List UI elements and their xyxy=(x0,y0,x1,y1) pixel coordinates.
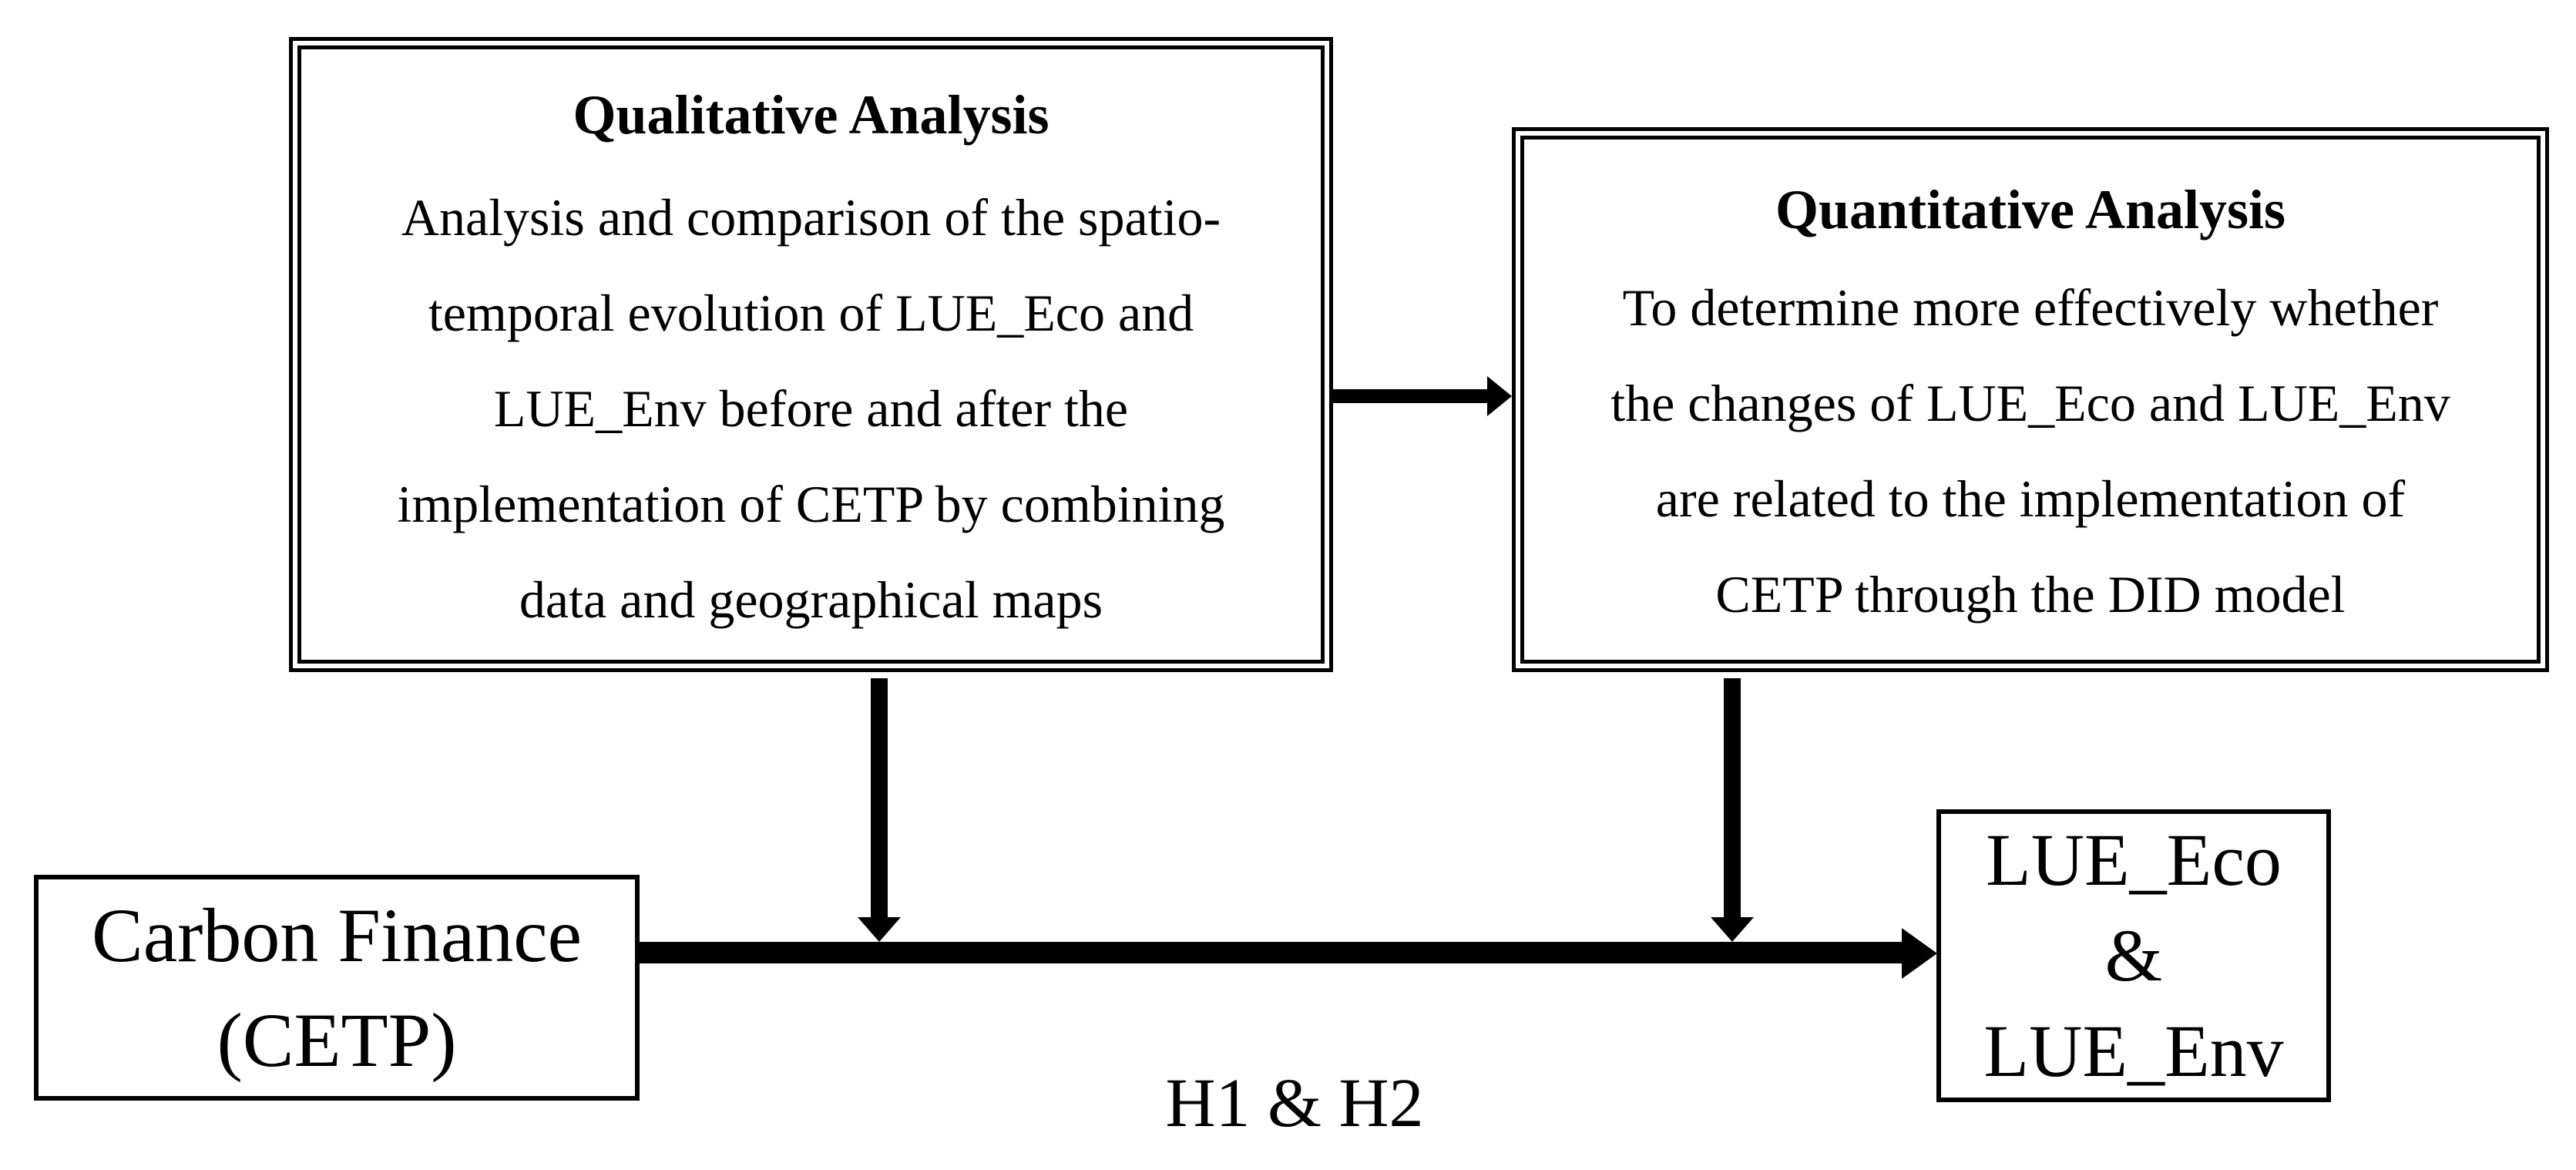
lue-box-line: LUE_Env xyxy=(1983,1010,2284,1092)
qualitative-analysis-box: Qualitative Analysis Analysis and compar… xyxy=(289,37,1333,672)
quantitative-down-arrow-head xyxy=(1711,917,1754,942)
qualitative-line: temporal evolution of LUE_Eco and xyxy=(428,284,1194,342)
carbon-box-line: (CETP) xyxy=(217,997,457,1083)
quantitative-line: the changes of LUE_Eco and LUE_Env xyxy=(1610,374,2450,432)
hypothesis-label: H1 & H2 xyxy=(1165,1065,1424,1141)
lue-eco-env-box: LUE_Eco & LUE_Env xyxy=(1936,809,2331,1102)
qualitative-line: LUE_Env before and after the xyxy=(493,379,1129,438)
qualitative-analysis-box-inner: Qualitative Analysis Analysis and compar… xyxy=(297,45,1325,664)
quantitative-down-arrow-shaft xyxy=(1724,678,1741,919)
carbon-to-lue-arrow-shaft xyxy=(640,942,1905,963)
qualitative-to-quantitative-arrow-head xyxy=(1487,376,1512,416)
lue-box-line: LUE_Eco xyxy=(1986,819,2282,901)
qualitative-to-quantitative-arrow-shaft xyxy=(1331,389,1489,403)
qualitative-box-title: Qualitative Analysis xyxy=(573,84,1050,146)
carbon-finance-box: Carbon Finance (CETP) xyxy=(34,875,640,1101)
qualitative-down-arrow-head xyxy=(858,917,901,942)
quantitative-line: CETP through the DID model xyxy=(1715,565,2346,624)
carbon-to-lue-arrow-head xyxy=(1902,928,1937,979)
qualitative-line: data and geographical maps xyxy=(519,570,1103,629)
quantitative-analysis-box-inner: Quantitative Analysis To determine more … xyxy=(1520,136,2541,664)
carbon-box-line: Carbon Finance xyxy=(92,892,582,978)
qualitative-down-arrow-shaft xyxy=(871,678,888,919)
qualitative-box-body: Analysis and comparison of the spatio- t… xyxy=(397,170,1224,647)
qualitative-line: implementation of CETP by combining xyxy=(397,475,1225,533)
quantitative-line: are related to the implementation of xyxy=(1655,469,2406,528)
quantitative-line: To determine more effectively whether xyxy=(1622,278,2439,337)
lue-box-line: & xyxy=(2104,914,2163,997)
quantitative-box-body: To determine more effectively whether th… xyxy=(1610,260,2450,642)
quantitative-box-title: Quantitative Analysis xyxy=(1775,179,2286,240)
qualitative-line: Analysis and comparison of the spatio- xyxy=(401,188,1221,247)
quantitative-analysis-box: Quantitative Analysis To determine more … xyxy=(1512,127,2549,672)
